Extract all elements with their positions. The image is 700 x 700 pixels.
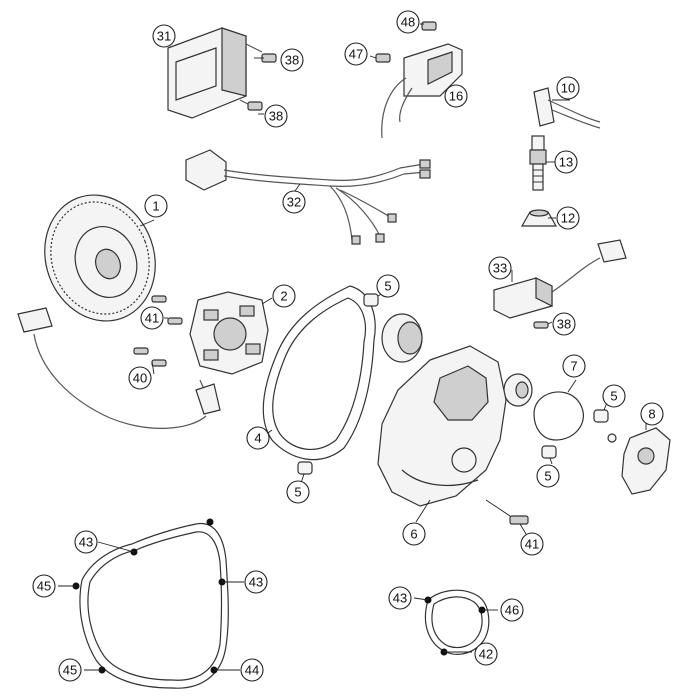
callout-10: 10 bbox=[556, 76, 580, 100]
screws-41-left bbox=[151, 295, 183, 325]
callout-5-top: 5 bbox=[376, 274, 400, 298]
callout-label: 5 bbox=[294, 485, 301, 500]
callout-label: 6 bbox=[410, 527, 417, 542]
screws-40 bbox=[133, 347, 167, 367]
callout-45-upper: 45 bbox=[32, 574, 56, 598]
callout-label: 46 bbox=[505, 603, 519, 618]
callout-5-bottom-left: 5 bbox=[286, 480, 310, 504]
callout-4: 4 bbox=[246, 426, 270, 450]
callout-42: 42 bbox=[474, 642, 498, 666]
callout-label: 13 bbox=[559, 155, 573, 170]
starter-cover-gasket bbox=[533, 391, 584, 441]
callout-6: 6 bbox=[402, 522, 426, 546]
flywheel bbox=[44, 194, 156, 322]
callout-48: 48 bbox=[396, 10, 420, 34]
callout-label: 48 bbox=[401, 15, 415, 30]
callout-1: 1 bbox=[144, 194, 168, 218]
callout-label: 43 bbox=[249, 575, 263, 590]
callout-label: 10 bbox=[561, 81, 575, 96]
callout-13: 13 bbox=[554, 150, 578, 174]
callout-7: 7 bbox=[562, 354, 586, 378]
callout-32: 32 bbox=[282, 190, 306, 214]
callout-5-right-high: 5 bbox=[602, 384, 626, 408]
callout-43-right: 43 bbox=[244, 570, 268, 594]
stator bbox=[189, 291, 269, 415]
callout-label: 41 bbox=[525, 537, 539, 552]
voltage-regulator bbox=[493, 239, 627, 329]
ignition-coil bbox=[375, 21, 463, 139]
callout-label: 44 bbox=[245, 663, 259, 678]
starter-cover bbox=[607, 427, 671, 495]
callout-38-right: 38 bbox=[552, 312, 576, 336]
callout-label: 4 bbox=[254, 431, 261, 446]
callout-41-right: 41 bbox=[520, 532, 544, 556]
pickup-cable bbox=[17, 307, 207, 429]
callout-label: 40 bbox=[133, 371, 147, 386]
callout-label: 5 bbox=[544, 469, 551, 484]
callout-label: 43 bbox=[79, 535, 93, 550]
callout-label: 2 bbox=[280, 289, 287, 304]
callout-45-lower: 45 bbox=[58, 658, 82, 682]
callout-label: 38 bbox=[557, 317, 571, 332]
callout-label: 12 bbox=[561, 211, 575, 226]
dowel-pin-a bbox=[363, 293, 379, 307]
callout-label: 45 bbox=[63, 663, 77, 678]
callout-label: 38 bbox=[285, 53, 299, 68]
callout-label: 7 bbox=[570, 359, 577, 374]
callout-2: 2 bbox=[272, 284, 296, 308]
ignition-cover bbox=[377, 345, 529, 525]
callout-46: 46 bbox=[500, 598, 524, 622]
callout-43-small-gasket: 43 bbox=[388, 586, 412, 610]
callout-label: 31 bbox=[157, 29, 171, 44]
screw-38-a bbox=[261, 53, 277, 63]
callout-label: 38 bbox=[269, 109, 283, 124]
seal bbox=[520, 209, 558, 227]
callout-40: 40 bbox=[128, 366, 152, 390]
cover-gasket bbox=[262, 285, 376, 461]
callout-label: 43 bbox=[393, 591, 407, 606]
callout-33: 33 bbox=[488, 256, 512, 280]
spark-plug-cap bbox=[533, 87, 601, 129]
callout-12: 12 bbox=[556, 206, 580, 230]
callout-41-left: 41 bbox=[140, 306, 164, 330]
small-gasket bbox=[424, 589, 490, 656]
callout-label: 33 bbox=[493, 261, 507, 276]
leader-lines bbox=[58, 23, 647, 671]
spark-plug bbox=[529, 135, 547, 191]
screw-38-b bbox=[247, 101, 263, 111]
callout-label: 1 bbox=[152, 199, 159, 214]
callout-8: 8 bbox=[640, 402, 664, 426]
callout-43-top: 43 bbox=[74, 530, 98, 554]
callout-38-middle: 38 bbox=[264, 104, 288, 128]
dowel-pin-d bbox=[593, 409, 609, 423]
dowel-pin-b bbox=[297, 461, 313, 475]
callout-label: 45 bbox=[37, 579, 51, 594]
ignition-control-unit bbox=[167, 27, 263, 119]
callout-5-right-low: 5 bbox=[536, 464, 560, 488]
callout-label: 42 bbox=[479, 647, 493, 662]
dowel-pin-c bbox=[541, 445, 557, 459]
callout-label: 32 bbox=[287, 195, 301, 210]
callout-31: 31 bbox=[152, 24, 176, 48]
callout-label: 47 bbox=[349, 47, 363, 62]
callout-47: 47 bbox=[344, 42, 368, 66]
callout-16: 16 bbox=[444, 84, 468, 108]
callout-label: 41 bbox=[145, 311, 159, 326]
callout-44: 44 bbox=[240, 658, 264, 682]
callout-38-top: 38 bbox=[280, 48, 304, 72]
callout-label: 16 bbox=[449, 89, 463, 104]
wiring-harness bbox=[185, 149, 431, 245]
callout-label: 5 bbox=[384, 279, 391, 294]
callout-label: 5 bbox=[610, 389, 617, 404]
callout-label: 8 bbox=[648, 407, 655, 422]
